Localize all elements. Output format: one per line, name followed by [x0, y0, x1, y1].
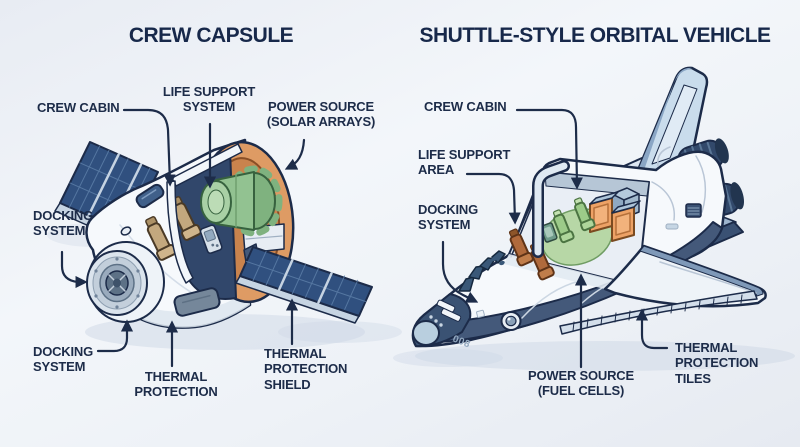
capsule-window [135, 183, 165, 209]
side-hatch [500, 311, 522, 331]
label-thermal-tiles-right: THERMAL PROTECTION TILES [675, 340, 759, 386]
power-source-leader-left [284, 138, 306, 170]
label-docking-right: DOCKING SYSTEM [418, 202, 478, 233]
label-power-source-right: POWER SOURCE (FUEL CELLS) [528, 368, 634, 399]
control-console [199, 224, 223, 254]
life-support-module [200, 165, 283, 237]
shuttle-shadow [393, 341, 795, 371]
docking-bottom-leader-left [96, 319, 134, 353]
label-life-support-left: LIFE SUPPORT SYSTEM [162, 84, 256, 115]
rcs-port [499, 260, 505, 266]
canopy-arch [532, 160, 570, 258]
label-docking-top-left: DOCKING SYSTEM [33, 208, 93, 239]
shuttle-cabin-cutaway [504, 160, 650, 296]
docking-ring [86, 241, 165, 323]
panel-arc [521, 280, 581, 319]
cooling-grille [685, 203, 702, 218]
label-docking-bottom-left: DOCKING SYSTEM [33, 344, 93, 375]
nose-cap [412, 320, 440, 346]
delta-wing [603, 244, 767, 308]
label-life-support-right: LIFE SUPPORT AREA [418, 147, 511, 178]
docking-top-leader-left [60, 250, 88, 289]
life-support-leader-right [465, 172, 521, 225]
shuttle-illustration: 008 [393, 66, 795, 371]
right-title: SHUTTLE-STYLE ORBITAL VEHICLE [419, 24, 771, 47]
left-title: CREW CAPSULE [128, 24, 294, 47]
thermal-tile-strip [559, 290, 758, 335]
crew-cabin-leader-right [515, 108, 583, 190]
fuel-cell-boxes [589, 191, 641, 242]
belly-hatch-panel [173, 287, 221, 317]
docking-leader-right [441, 240, 479, 303]
crew-cabin-leader-left [122, 108, 176, 187]
green-seats [552, 197, 596, 244]
solar-array-right [235, 243, 373, 324]
hatch-detail [476, 309, 485, 318]
label-crew-cabin-right: CREW CABIN [424, 99, 507, 114]
label-power-source-left: POWER SOURCE (SOLAR ARRAYS) [266, 99, 376, 130]
label-thermal-protection-left: THERMAL PROTECTION [134, 369, 218, 400]
aft-details [651, 146, 707, 230]
porthole [120, 226, 132, 236]
leader-lines [60, 108, 669, 369]
hull-shading [124, 290, 250, 328]
thermal-tiles-leader-right [635, 308, 669, 350]
capsule-illustration [47, 138, 402, 350]
rcs-port [491, 256, 497, 262]
label-crew-cabin-left: CREW CABIN [37, 100, 120, 115]
label-thermal-shield-left: THERMAL PROTECTION SHIELD [264, 346, 348, 392]
